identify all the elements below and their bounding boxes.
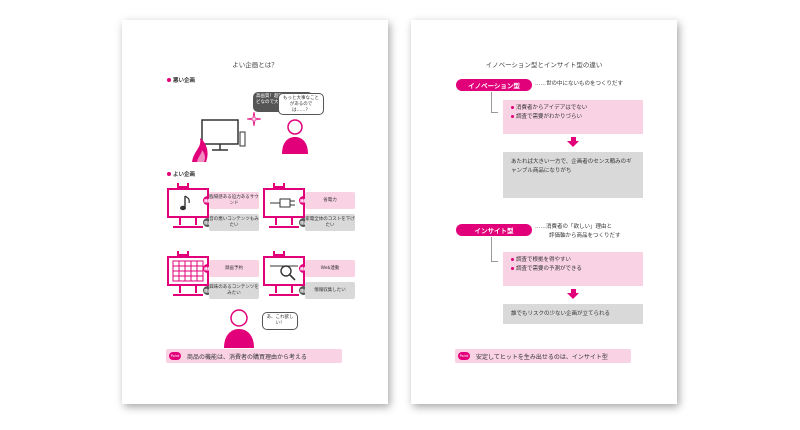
down-arrow-icon: [567, 293, 579, 299]
sparkle-icon: [247, 112, 261, 126]
reason-label: 家電全体のコストを下げたい: [305, 214, 355, 231]
reason-label: 音の悪いコンテンツもみたい: [209, 214, 259, 231]
right-page-title: イノベーション型とインサイト型の違い: [485, 61, 603, 69]
reason-label: 興味のあるコンテンツをみたい: [209, 282, 259, 299]
bad-plan-heading: 悪い企画: [167, 76, 195, 84]
insight-desc-2: 評価軸から商品をつくりだす: [549, 233, 621, 239]
innovation-points: 消費者からアイデアはでない 調査で需要がわかりづらい: [503, 100, 643, 134]
innovation-type-label: イノベーション型: [456, 79, 532, 91]
function-tag: 機能: [203, 264, 212, 273]
innovation-point: 消費者からアイデアはでない: [511, 104, 635, 113]
right-footer: Point 安定してヒットを生み出せるのは、インサイト型: [455, 349, 631, 363]
insight-result: 誰でもリスクの少ない企画が立てられる: [503, 304, 643, 324]
feature-label: 録画予約: [209, 260, 259, 277]
left-page: よい企画とは？ 悪い企画 高画質！超軽量！薄型テレビなので大画面でも大丈夫 もっ…: [122, 20, 388, 404]
insight-point: 調査で根拠を得やすい: [511, 256, 635, 265]
bad-person-bubble: もっと大事なことがあるのでは……？: [278, 93, 324, 115]
right-footer-text: 安定してヒットを生み出せるのは、インサイト型: [476, 353, 608, 361]
flat-tv-icon: [192, 119, 246, 162]
innovation-point: 調査で需要がわかりづらい: [511, 113, 635, 122]
reason-tag: 理由: [203, 218, 212, 227]
good-plan-heading: よい企画: [167, 170, 195, 178]
music-note-icon: [180, 195, 190, 211]
innovation-result: あたれば大きい一方で、企画者のセンス頼みのギャンブル商品になりがち: [503, 152, 643, 198]
plug-icon: [270, 198, 295, 208]
calendar-icon: [172, 260, 204, 282]
reason-label: 情報収集したい: [305, 282, 355, 299]
feature-label: Web連動: [305, 260, 355, 277]
feature-label: 臨場感ある迫力あるサウンド: [209, 192, 259, 209]
left-page-title: よい企画とは？: [232, 61, 278, 69]
point-badge: Point: [458, 352, 470, 360]
reason-tag: 理由: [299, 286, 308, 295]
down-arrow-icon: [567, 141, 579, 147]
feature-label: 省電力: [305, 192, 355, 209]
innovation-desc: ……世の中にないものをつくりだす: [535, 81, 624, 87]
reason-tag: 理由: [203, 286, 212, 295]
person-icon: [282, 119, 308, 154]
function-tag: 機能: [299, 196, 308, 205]
function-tag: 機能: [299, 264, 308, 273]
search-icon: [270, 265, 298, 281]
person-icon: [224, 309, 254, 348]
insight-desc-1: ……消費者の「欲しい」理由と: [535, 224, 613, 230]
right-page: イノベーション型とインサイト型の違い イノベーション型 ……世の中にないものをつ…: [411, 20, 677, 404]
insight-point: 調査で需要の予測ができる: [511, 265, 635, 274]
insight-points: 調査で根拠を得やすい 調査で需要の予測ができる: [503, 252, 643, 286]
happy-bubble: あ、これ欲しい！: [262, 312, 298, 330]
point-badge: Point: [169, 352, 181, 360]
left-footer-text: 商品の機能は、消費者の購買理由から考える: [187, 353, 307, 361]
insight-type-label: インサイト型: [456, 224, 532, 236]
function-tag: 機能: [203, 196, 212, 205]
left-footer: Point 商品の機能は、消費者の購買理由から考える: [166, 349, 342, 363]
reason-tag: 理由: [299, 218, 308, 227]
